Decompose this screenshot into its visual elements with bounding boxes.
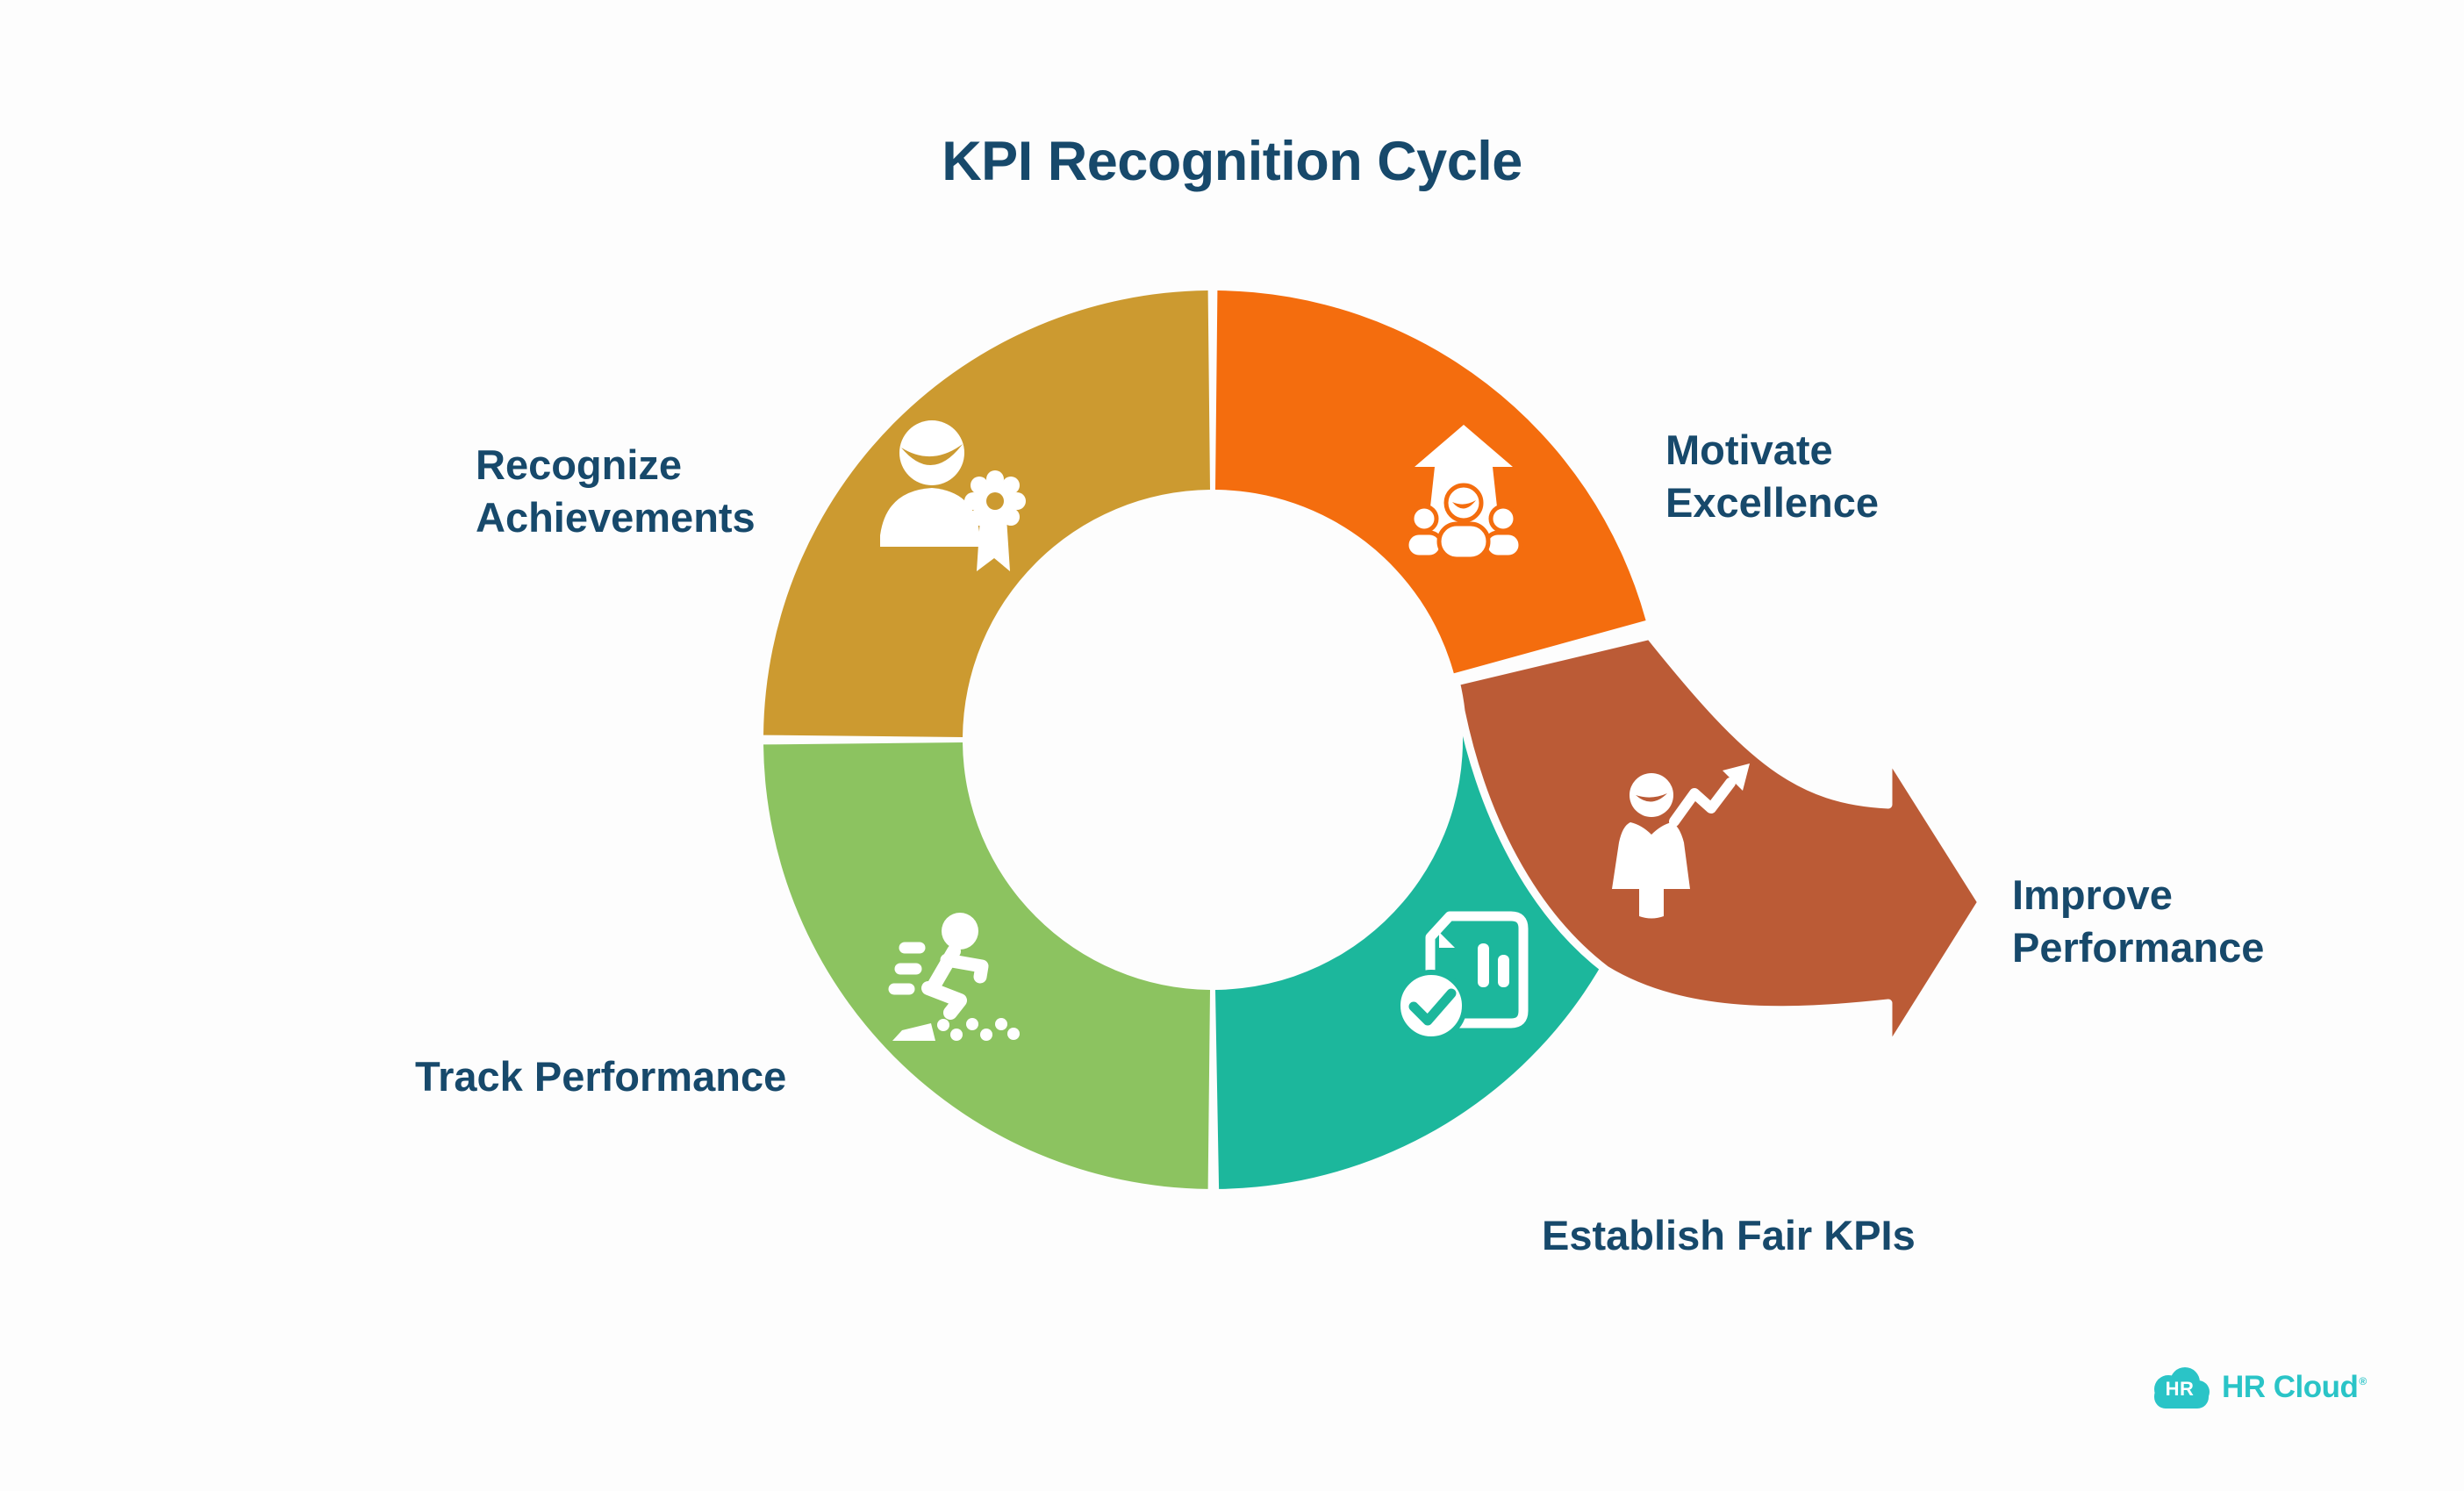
registered-mark: ® <box>2359 1375 2367 1387</box>
logo-badge-text: HR <box>2165 1378 2195 1400</box>
label-recognize-achievements: Recognize Achievements <box>476 439 756 544</box>
label-line: Track Performance <box>415 1053 787 1100</box>
label-line: Motivate <box>1665 427 1833 473</box>
segment-improve-performance-arrow <box>1451 631 1986 1055</box>
sprinting-person-icon <box>888 913 1020 1041</box>
label-line: Establish Fair KPIs <box>1542 1212 1916 1258</box>
label-improve-performance: Improve Performance <box>2012 869 2264 974</box>
label-line: Recognize <box>476 441 683 488</box>
hr-cloud-logo: HR HR Cloud® <box>2152 1366 2367 1413</box>
label-line: Performance <box>2012 924 2265 971</box>
logo-brand-text: HR Cloud® <box>2222 1370 2367 1404</box>
person-progress-icon <box>1612 763 1750 919</box>
label-line: Excellence <box>1665 479 1880 526</box>
segment-motivate-excellence <box>1215 290 1646 674</box>
page-title: KPI Recognition Cycle <box>942 131 1522 192</box>
label-line: Achievements <box>476 494 756 541</box>
award-person-icon <box>880 420 1026 571</box>
label-establish-fair-kpis: Establish Fair KPIs <box>1542 1209 1916 1262</box>
team-growth-icon <box>1404 425 1523 562</box>
label-track-performance: Track Performance <box>415 1050 786 1103</box>
label-line: Improve <box>2012 871 2173 918</box>
verified-report-icon <box>1395 911 1529 1042</box>
cloud-icon: HR <box>2152 1366 2213 1413</box>
label-motivate-excellence: Motivate Excellence <box>1665 424 1879 529</box>
